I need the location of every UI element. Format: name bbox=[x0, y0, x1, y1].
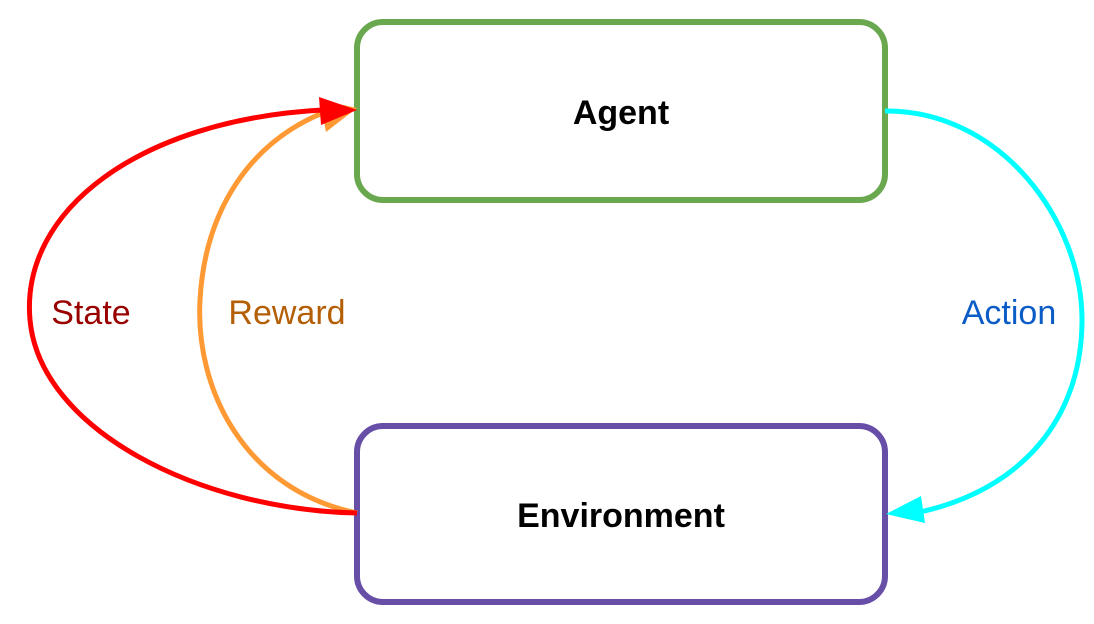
action-label: Action bbox=[962, 294, 1057, 332]
reward-line bbox=[197, 107, 358, 516]
environment-box bbox=[354, 423, 888, 605]
environment-label: Environment bbox=[517, 497, 725, 535]
environment-node: Environment bbox=[354, 423, 888, 605]
state-label: State bbox=[51, 294, 130, 332]
action-edge: Action bbox=[884, 108, 1085, 523]
state-line bbox=[26, 107, 358, 516]
state-edge: State bbox=[26, 97, 358, 516]
action-line bbox=[884, 108, 1085, 515]
action-arrowhead bbox=[886, 496, 925, 523]
agent-node: Agent bbox=[354, 19, 888, 203]
reward-edge: Reward bbox=[197, 100, 358, 516]
reward-label: Reward bbox=[228, 294, 345, 332]
agent-label: Agent bbox=[573, 94, 669, 132]
state-arrowhead bbox=[319, 97, 357, 125]
